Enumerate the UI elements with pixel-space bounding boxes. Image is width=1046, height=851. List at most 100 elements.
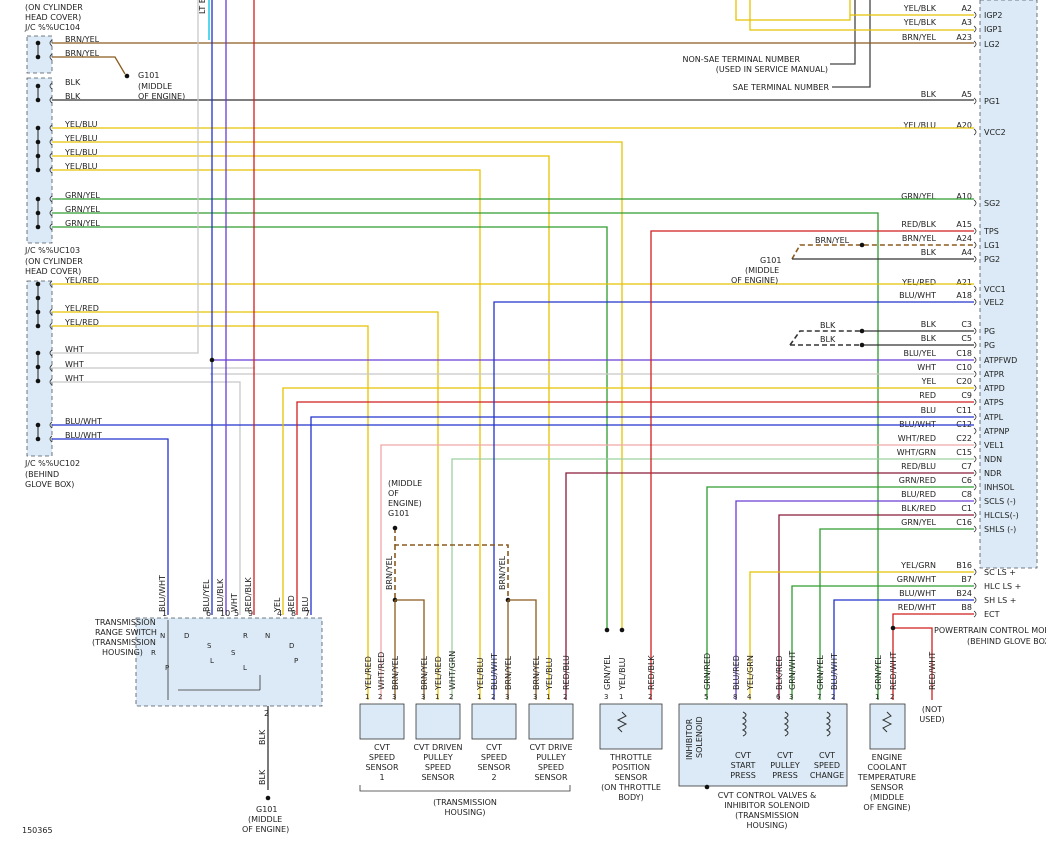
pcm-wire-color: YEL	[921, 377, 937, 386]
g101-label: G101	[138, 71, 159, 80]
speed-sensor-1	[359, 703, 405, 740]
sensor-name: PULLEY	[536, 753, 566, 762]
wire-yel-blk-igp1	[749, 0, 974, 31]
pcm-pin-number: A3	[961, 18, 972, 27]
pcm-pin-number: C10	[956, 363, 972, 372]
jc-wire-color: YEL/BLU	[64, 120, 98, 129]
ground-icon	[392, 525, 398, 531]
trs-switch-contacts	[167, 620, 261, 700]
g101-label: OF	[388, 489, 399, 498]
connector-chevron-icon	[49, 435, 53, 443]
pcm-pin-number: C18	[956, 349, 972, 358]
trs-gear-label: R	[243, 632, 248, 640]
pcm-pin-number: A15	[956, 220, 972, 229]
jc-node	[35, 295, 41, 301]
trs-wire-color: BLU/BLK	[216, 578, 225, 612]
trs-gear-label: L	[243, 664, 247, 672]
pcm-pin-number: A20	[956, 121, 972, 130]
jc-node	[35, 378, 41, 384]
pcm-pin-number: C11	[956, 406, 972, 415]
pcm-pin-name: VEL2	[984, 298, 1004, 307]
trs-wire-color: RED/BLK	[244, 577, 253, 612]
trs-gear-label: S	[231, 649, 236, 657]
valve-wire-color: GRN/YEL	[816, 655, 825, 690]
jc-node	[35, 153, 41, 159]
tps-wire-color: RED/BLK	[647, 655, 656, 690]
jc-node	[35, 83, 41, 89]
connector-chevron-icon	[973, 341, 977, 349]
pcm-pin-name: PG	[984, 327, 995, 336]
jc-wire-color: WHT	[65, 360, 84, 369]
pcm-pin-number: C20	[956, 377, 972, 386]
wire-brn-yel-ground	[394, 528, 509, 600]
connector-chevron-icon	[49, 39, 53, 47]
connector-chevron-icon	[49, 280, 53, 288]
potentiometer-icon	[616, 711, 628, 733]
connector-chevron-icon	[973, 596, 977, 604]
wire-label: BRN/YEL	[815, 236, 850, 245]
splice-dot	[209, 357, 215, 363]
connector-chevron-icon	[973, 199, 977, 207]
wire-grn-wht-hlcls-plus	[791, 585, 974, 700]
ect-wire-color: RED/WHT	[928, 652, 937, 690]
splice-dot	[619, 627, 625, 633]
sensor-pin: 2	[563, 693, 567, 701]
sensor-wire-color: BLU/WHT	[490, 653, 499, 690]
sensor-pin: 3	[421, 693, 425, 701]
note-sae: SAE TERMINAL NUMBER	[733, 83, 830, 92]
wire-label: BLK	[820, 321, 836, 330]
note-leader	[832, 0, 871, 88]
g101-label: (MIDDLE	[248, 815, 282, 824]
sensor-name: 1	[379, 773, 384, 782]
valve-name: CVT	[735, 751, 751, 760]
splice-dot	[859, 242, 865, 248]
sensor-wire-color: YEL/BLU	[476, 657, 485, 691]
valve-wire-color: YEL/GRN	[746, 655, 755, 691]
pcm-wire-color: GRN/RED	[899, 476, 936, 485]
ect-pin: 1	[875, 693, 879, 701]
wire-brn-yel	[395, 599, 425, 700]
wire-red-blu-ndr	[565, 472, 974, 700]
pcm-pin-name: SHLS (-)	[984, 525, 1016, 534]
connector-chevron-icon	[973, 327, 977, 335]
pcm-wire-color: GRN/YEL	[901, 518, 936, 527]
valve-pin: 6	[776, 693, 781, 701]
ect-wire-color: GRN/YEL	[874, 655, 883, 690]
trs-gear-label: P	[294, 657, 298, 665]
sensor-wire-color: BRN/YEL	[504, 655, 513, 690]
g101-label: G101	[760, 256, 781, 265]
jc-wire-color: BLK	[65, 78, 81, 87]
valve-pin: 7	[817, 693, 821, 701]
wire-label: BLK	[258, 769, 267, 785]
g101-label: G101	[388, 509, 409, 518]
splice-dot	[859, 342, 865, 348]
pcm-pin-number: B7	[961, 575, 972, 584]
pcm-pin-name: TPS	[983, 227, 999, 236]
connector-chevron-icon	[973, 11, 977, 19]
tps-name: (ON THROTTLE	[601, 783, 661, 792]
trs-wire-color: YEL	[273, 597, 282, 613]
pcm-wire-color: RED/WHT	[898, 603, 936, 612]
sensor-pin: 2	[491, 693, 495, 701]
tps-name: BODY)	[618, 793, 643, 802]
valve-footer: HOUSING)	[747, 821, 788, 830]
sensor-name: SENSOR	[421, 773, 454, 782]
pcm-wire-color: GRN/WHT	[897, 575, 936, 584]
wire-blu-wht-vel2	[493, 301, 974, 700]
sensor-name: SENSOR	[534, 773, 567, 782]
ect-pin: 2	[890, 693, 894, 701]
jc-wire-color: YEL/BLU	[64, 162, 98, 171]
connector-chevron-icon	[49, 378, 53, 386]
jc-node	[35, 436, 41, 442]
valve-footer: INHIBITOR SOLENOID	[724, 801, 810, 810]
housing-bracket	[359, 785, 571, 792]
trs-wire-color: RED	[287, 595, 296, 612]
sensor-name: 2	[491, 773, 496, 782]
pcm-pin-name: SH LS +	[984, 596, 1016, 605]
wire-yel-blu-tps	[52, 141, 623, 630]
wire-wht-up	[52, 0, 199, 354]
ground-icon	[704, 784, 710, 790]
valve-wire-color: BLU/WHT	[830, 653, 839, 690]
pcm-wire-color: BLU	[921, 406, 937, 415]
